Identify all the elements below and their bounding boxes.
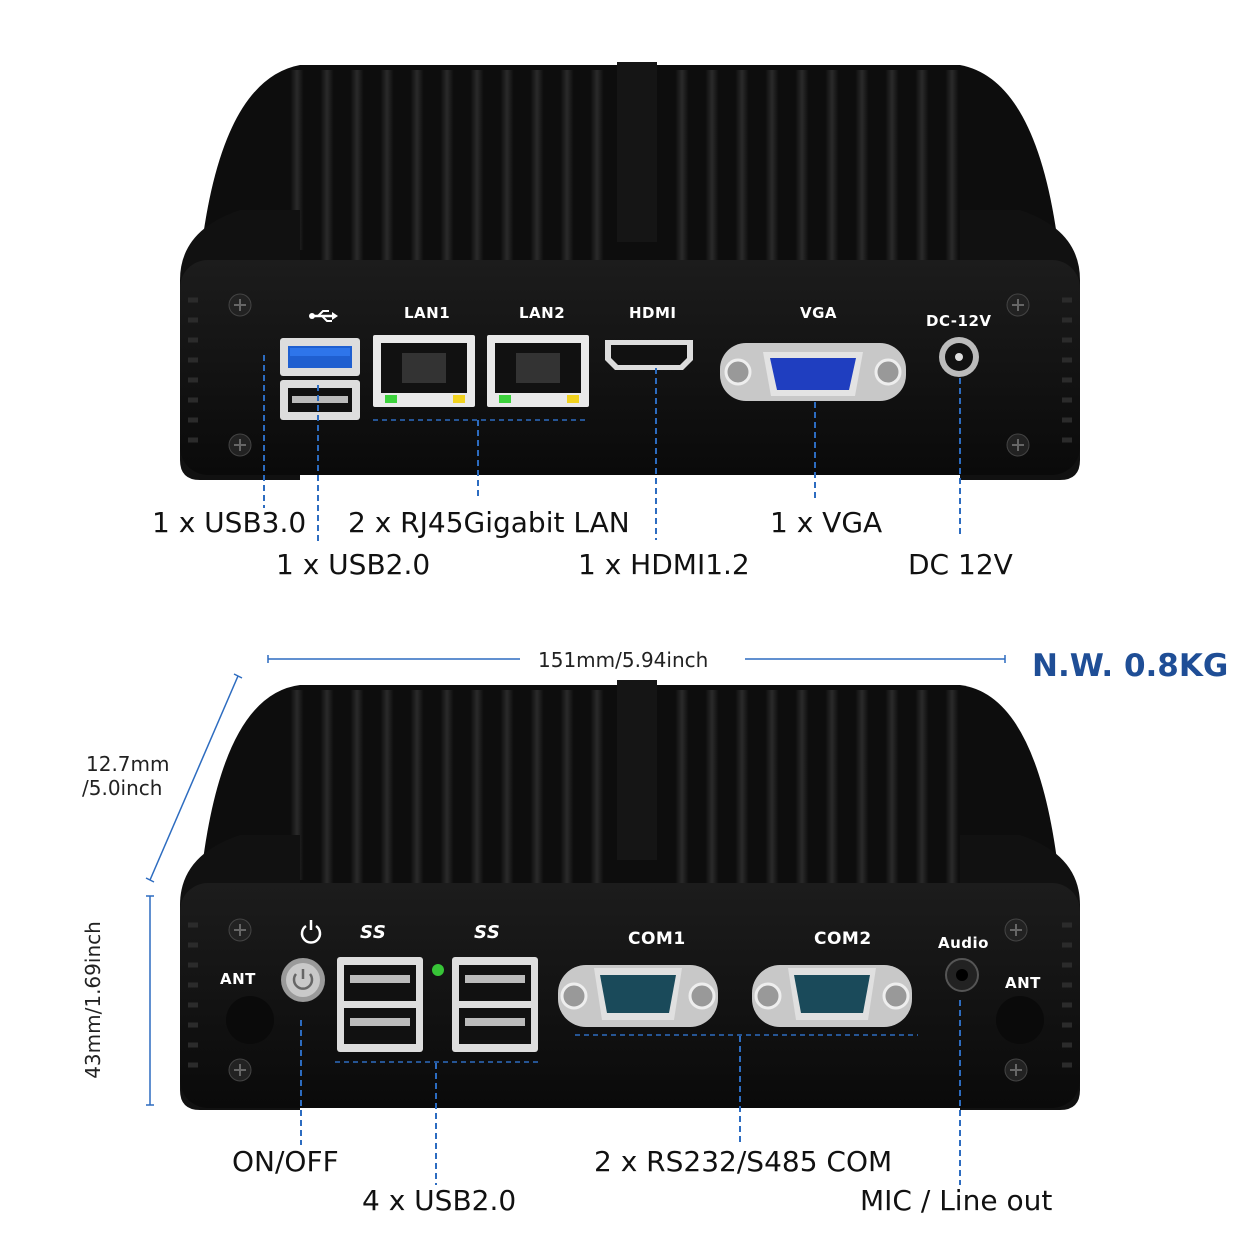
com2-port[interactable] xyxy=(752,965,912,1027)
callout-dc: DC 12V xyxy=(908,548,1013,581)
callout-usb20: 1 x USB2.0 xyxy=(276,548,431,581)
lan1-label: LAN1 xyxy=(404,304,451,322)
callout-usb30: 1 x USB3.0 xyxy=(152,506,307,539)
usb-port-stack-right[interactable] xyxy=(452,957,538,1052)
depth-dimension-line1: 12.7mm xyxy=(86,752,170,776)
bottom-device-front-view xyxy=(180,680,1080,1110)
top-device-rear-view xyxy=(180,62,1080,480)
callout-usb: 4 x USB2.0 xyxy=(362,1184,517,1217)
callout-mic: MIC / Line out xyxy=(860,1184,1053,1217)
screw-icon xyxy=(228,918,252,942)
callout-vga: 1 x VGA xyxy=(770,506,883,539)
hdmi-port[interactable] xyxy=(605,340,693,370)
power-icon xyxy=(300,920,322,944)
heatsink-fins xyxy=(290,62,959,260)
ant-label-left: ANT xyxy=(220,970,256,988)
audio-jack[interactable] xyxy=(945,958,979,992)
side-vents xyxy=(188,922,1072,1068)
bottom-callout-lines xyxy=(300,1000,961,1185)
usb-port-stack-left[interactable] xyxy=(337,957,423,1052)
hdmi-label: HDMI xyxy=(629,304,677,322)
screw-icon xyxy=(1004,918,1028,942)
dimension-lines xyxy=(145,655,1006,1106)
dc-label: DC-12V xyxy=(926,312,992,330)
usb-icon xyxy=(309,310,338,322)
antenna-port-left[interactable] xyxy=(226,996,274,1044)
com2-label: COM2 xyxy=(814,929,872,949)
lan2-port[interactable] xyxy=(487,335,589,407)
depth-dimension-line2: /5.0inch xyxy=(82,776,163,800)
usb20-port[interactable] xyxy=(280,380,360,420)
heatsink-fins xyxy=(290,680,959,885)
width-dimension: 151mm/5.94inch xyxy=(538,648,709,672)
screw-icon xyxy=(1006,433,1030,457)
power-button[interactable] xyxy=(281,958,325,1002)
ss-usb-label-left: SS xyxy=(360,922,387,943)
ant-label-right: ANT xyxy=(1005,974,1041,992)
top-callout-lines xyxy=(263,355,961,545)
screw-icon xyxy=(1004,1058,1028,1082)
screw-icon xyxy=(228,433,252,457)
callout-hdmi: 1 x HDMI1.2 xyxy=(578,548,750,581)
screw-icon xyxy=(228,1058,252,1082)
vga-port[interactable] xyxy=(720,343,906,401)
usb30-port[interactable] xyxy=(280,338,360,376)
audio-label: Audio xyxy=(938,934,989,952)
ss-usb-label-right: SS xyxy=(474,922,501,943)
status-led xyxy=(432,964,444,976)
screw-icon xyxy=(228,293,252,317)
side-vents xyxy=(188,297,1072,443)
callout-com: 2 x RS232/S485 COM xyxy=(594,1145,893,1178)
com1-label: COM1 xyxy=(628,929,686,949)
vga-label: VGA xyxy=(800,304,838,322)
screw-icon xyxy=(1006,293,1030,317)
lan1-port[interactable] xyxy=(373,335,475,407)
antenna-port-right[interactable] xyxy=(996,996,1044,1044)
callout-onoff: ON/OFF xyxy=(232,1145,339,1178)
com1-port[interactable] xyxy=(558,965,718,1027)
dc-jack[interactable] xyxy=(939,337,979,377)
lan2-label: LAN2 xyxy=(519,304,566,322)
callout-lan: 2 x RJ45Gigabit LAN xyxy=(348,506,630,539)
net-weight: N.W. 0.8KG xyxy=(1032,648,1229,684)
